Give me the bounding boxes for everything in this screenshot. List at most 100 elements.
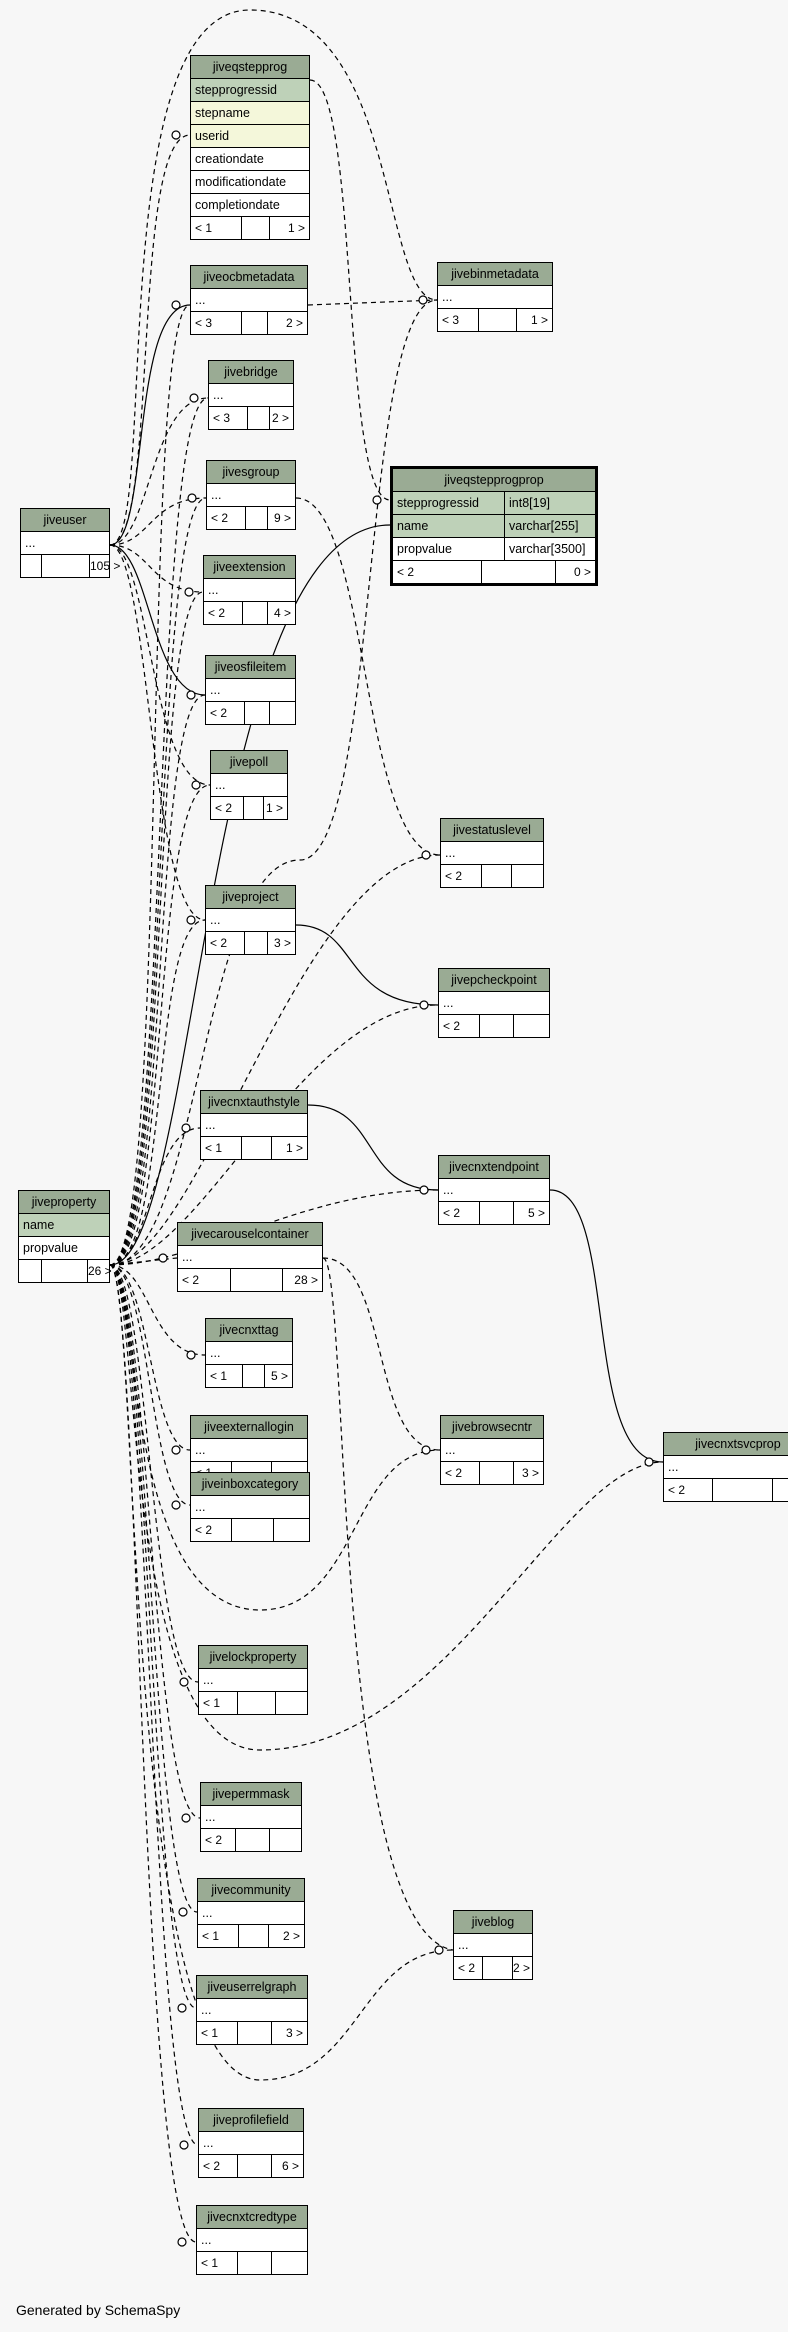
rel-jivecarouselcontainer-jivebrowsecntr — [322, 1257, 441, 1451]
parent-count: < 2 — [668, 1483, 686, 1497]
child-count — [269, 702, 295, 724]
table-name: jivepcheckpoint — [439, 969, 549, 992]
child-count — [275, 1692, 307, 1714]
table-jivecnxtsvcprop[interactable]: jivecnxtsvcprop...< 2 — [663, 1432, 788, 1502]
table-name: jivebinmetadata — [438, 263, 552, 286]
table-name: jivecnxtendpoint — [439, 1156, 549, 1179]
rel-jiveproperty-jivepermmask — [109, 1264, 201, 1819]
relationship-counts: 26 > — [19, 1260, 112, 1282]
parent-count: < 1 — [203, 1696, 221, 1710]
column-row: stepprogressid — [191, 79, 309, 102]
table-name: jivelockproperty — [199, 1646, 307, 1669]
table-name: jiveproperty — [19, 1191, 109, 1214]
rel-jiveproperty-jivebinmetadata — [109, 299, 438, 1266]
count-spacer — [237, 2022, 271, 2044]
table-jiveinboxcategory[interactable]: jiveinboxcategory...< 2 — [190, 1472, 310, 1542]
table-name: jivebridge — [209, 361, 293, 384]
table-name: jivecnxttag — [206, 1319, 292, 1342]
parent-count: < 1 — [201, 2026, 219, 2040]
column-row: creationdate — [191, 148, 309, 171]
collapsed-columns: ... — [206, 1342, 292, 1365]
table-jivelockproperty[interactable]: jivelockproperty...< 1 — [198, 1645, 308, 1715]
parent-count: < 1 — [210, 1369, 228, 1383]
table-jivepcheckpoint[interactable]: jivepcheckpoint...< 2 — [438, 968, 550, 1038]
count-spacer — [41, 1260, 87, 1282]
child-count: 4 > — [267, 602, 295, 624]
table-jivecnxtcredtype[interactable]: jivecnxtcredtype...< 1 — [196, 2205, 308, 2275]
table-name: jivecnxtcredtype — [197, 2206, 307, 2229]
count-spacer — [235, 1829, 269, 1851]
collapsed-columns: ... — [211, 774, 287, 797]
table-name: jivesgroup — [207, 461, 295, 484]
table-name: jivecommunity — [198, 1879, 304, 1902]
parent-count: < 1 — [202, 1929, 220, 1943]
column-type: int8[19] — [509, 496, 551, 510]
rel-jivesgroup-jivestatuslevel — [295, 497, 441, 856]
column-row: completiondate — [191, 194, 309, 217]
table-name: jiveocbmetadata — [191, 266, 307, 289]
relationship-counts: < 2 — [191, 1519, 309, 1541]
count-spacer — [41, 555, 89, 577]
rel-jiveproperty-jivepoll — [109, 784, 211, 1266]
child-count: 2 > — [268, 1925, 304, 1947]
parent-count: < 2 — [458, 1961, 476, 1975]
table-jivepermmask[interactable]: jivepermmask...< 2 — [200, 1782, 302, 1852]
table-jivecnxttag[interactable]: jivecnxttag... < 1 5 > — [205, 1318, 293, 1388]
relationship-counts: < 1 2 > — [198, 1925, 304, 1947]
rel-jiveproperty-jivecnxtcredtype — [109, 1264, 197, 2243]
parent-count: < 2 — [443, 1019, 461, 1033]
collapsed-columns: ... — [191, 1496, 309, 1519]
column-type: varchar[255] — [509, 519, 579, 533]
rel-jiveuser-jivepoll — [109, 544, 211, 786]
relationship-counts: < 2 — [439, 1015, 549, 1037]
count-spacer — [712, 1479, 772, 1501]
child-count: 2 > — [269, 407, 293, 429]
collapsed-columns: ... — [191, 1439, 307, 1462]
parent-count: < 2 — [203, 2159, 221, 2173]
parent-count: < 2 — [208, 606, 226, 620]
parent-count: < 1 — [195, 221, 213, 235]
table-jivestatuslevel[interactable]: jivestatuslevel...< 2 — [440, 818, 544, 888]
child-count: 1 > — [263, 797, 287, 819]
child-count: 0 > — [555, 561, 595, 583]
table-jiveosfileitem[interactable]: jiveosfileitem...< 2 — [205, 655, 296, 725]
child-count — [269, 1829, 301, 1851]
collapsed-columns: ... — [441, 1439, 543, 1462]
column-row: userid — [191, 125, 309, 148]
child-count: 5 > — [264, 1365, 292, 1387]
rel-jivecarouselcontainer-jiveblog — [322, 1257, 454, 1951]
rel-jiveproperty-jiveocbmetadata — [109, 304, 191, 1266]
rel-jiveproperty-jivestatuslevel — [109, 854, 441, 1266]
count-spacer — [244, 702, 269, 724]
relationship-counts: < 1 — [197, 2252, 307, 2274]
collapsed-columns: ... — [197, 1999, 307, 2022]
collapsed-columns: ... — [209, 384, 293, 407]
collapsed-columns: ... — [201, 1114, 307, 1137]
table-name: jiveexternallogin — [191, 1416, 307, 1439]
table-jiveuser[interactable]: jiveuser...105 > — [20, 508, 120, 578]
